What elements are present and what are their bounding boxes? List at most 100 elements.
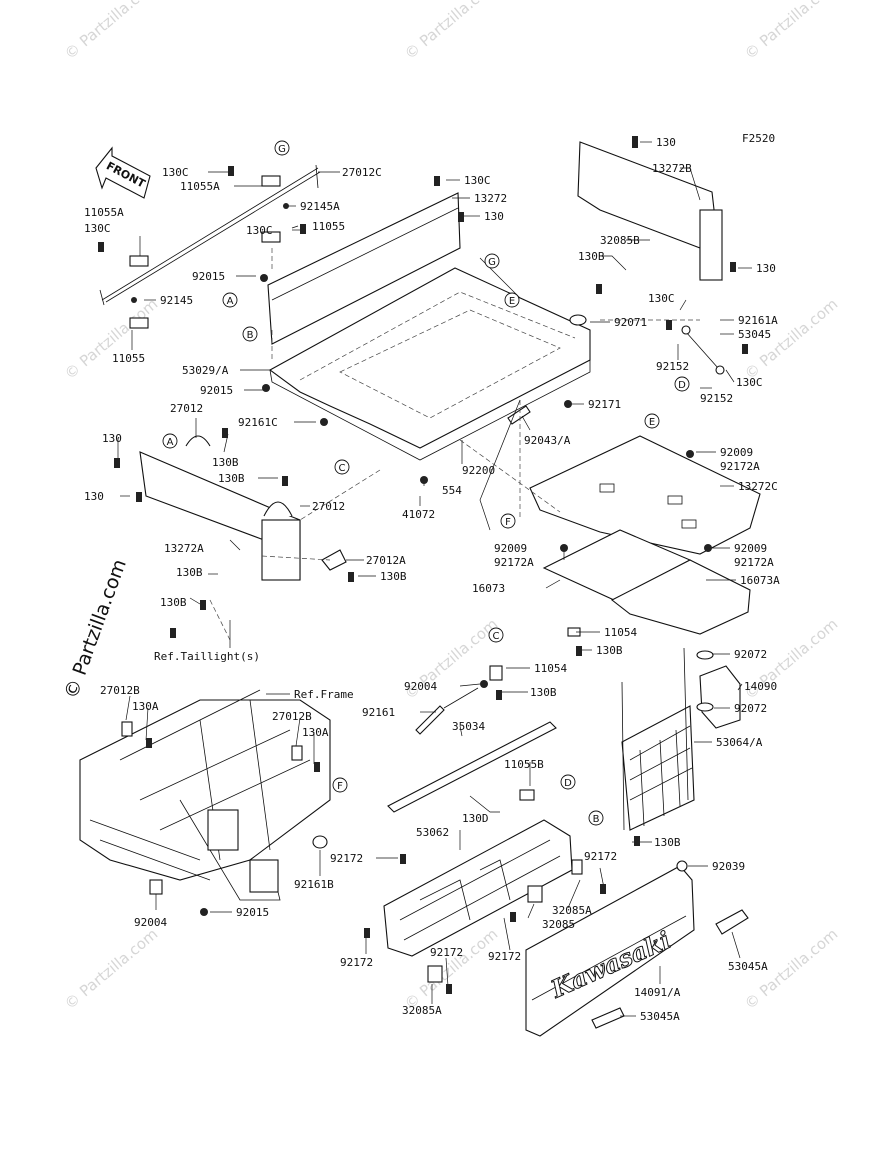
part-label: 92072: [734, 648, 767, 661]
handle-53045a-lower: [591, 1007, 625, 1029]
frame-ref: [79, 689, 331, 901]
part-label: 92009: [720, 446, 753, 459]
mat-16073a: [610, 559, 751, 635]
leader-lines: [117, 141, 752, 1017]
part-label: 130C: [648, 292, 675, 305]
part-label: 92161: [362, 706, 395, 719]
part-label: 130: [102, 432, 122, 445]
callout-letter: G: [278, 144, 286, 155]
part-label: 11054: [534, 662, 567, 675]
part-label: 92072: [734, 702, 767, 715]
part-label: 27012B: [100, 684, 140, 697]
part-label: 92004: [404, 680, 437, 693]
part-label: 13272A: [164, 542, 204, 555]
part-label: 14091/A: [634, 986, 681, 999]
part-label: 130C: [162, 166, 189, 179]
part-label: 130B: [654, 836, 681, 849]
part-label: 16073: [472, 582, 505, 595]
part-label: 130B: [530, 686, 557, 699]
part-label: 130: [84, 490, 104, 503]
part-label: 92161C: [238, 416, 278, 429]
cover-14090: [699, 665, 741, 729]
part-label: 130A: [132, 700, 159, 713]
rail-35034: [387, 721, 557, 813]
part-label: 11055A: [84, 206, 124, 219]
part-label: 32085A: [552, 904, 592, 917]
hook-27012: [263, 501, 293, 517]
part-label: 92200: [462, 464, 495, 477]
part-label: 130: [484, 210, 504, 223]
floor-mat-13272c: [529, 435, 761, 555]
part-label: 13272B: [652, 162, 692, 175]
callout-letter: A: [167, 437, 174, 448]
part-label: 92015: [236, 906, 269, 919]
cap-92161b: [312, 835, 328, 849]
part-label: 11055: [312, 220, 345, 233]
part-label: 92172: [340, 956, 373, 969]
part-label: 11055: [112, 352, 145, 365]
bracket-11055: [261, 231, 281, 243]
part-label: 130B: [212, 456, 239, 469]
callout-letter: C: [339, 463, 346, 474]
callout-letter: F: [337, 781, 343, 792]
part-label: 130C: [84, 222, 111, 235]
part-label: 53045A: [640, 1010, 680, 1023]
part-drawings: Kawasaki: [79, 141, 761, 1037]
bracket-32085a: [427, 965, 443, 983]
part-label: 130B: [578, 250, 605, 263]
part-label: 53045: [738, 328, 771, 341]
part-label: 92172: [584, 850, 617, 863]
callout-letter: D: [678, 380, 686, 391]
handle-53045a: [715, 909, 749, 935]
part-label: 11055A: [180, 180, 220, 193]
part-label: 130D: [462, 812, 489, 825]
part-label: 92039: [712, 860, 745, 873]
callout-letter: E: [649, 417, 655, 428]
callout-letter: B: [247, 330, 254, 341]
part-label: 92152: [656, 360, 689, 373]
net-53064: [621, 705, 695, 831]
callout-letter: B: [593, 814, 600, 825]
part-label: 130A: [302, 726, 329, 739]
part-label: Ref.Frame: [294, 688, 354, 701]
bracket-27012a: [321, 549, 347, 571]
part-label: 130: [756, 262, 776, 275]
part-label: 27012: [170, 402, 203, 415]
gas-spring-92161: [415, 705, 445, 735]
part-label: 27012A: [366, 554, 406, 567]
part-label: 130B: [380, 570, 407, 583]
part-label: 130C: [736, 376, 763, 389]
part-label: 92172: [330, 852, 363, 865]
part-label: 130B: [596, 644, 623, 657]
watermark: © Partzilla.com: [61, 295, 161, 383]
part-label: 27012B: [272, 710, 312, 723]
part-label: 53064/A: [716, 736, 763, 749]
callout-letter: E: [509, 296, 515, 307]
side-watermark: © Partzilla.com: [60, 556, 131, 701]
bracket-27012b: [121, 721, 133, 737]
collar-92004: [149, 879, 163, 895]
part-label: 92172A: [494, 556, 534, 569]
part-label: 11054: [604, 626, 637, 639]
part-label: 92172: [488, 950, 521, 963]
strut-53045: [685, 331, 719, 369]
part-label: 11055B: [504, 758, 544, 771]
part-label: 92043/A: [524, 434, 571, 447]
part-label: 32085B: [600, 234, 640, 247]
callout-letter: G: [488, 257, 496, 268]
callout-circles: G A B G E D A C E F C D B F: [162, 140, 690, 826]
watermark: © Partzilla.com: [61, 925, 161, 1013]
part-label: 92015: [192, 270, 225, 283]
part-label: 92171: [588, 398, 621, 411]
part-label: 130B: [218, 472, 245, 485]
part-label: 130B: [160, 596, 187, 609]
cargo-deck-53029: [268, 267, 591, 449]
bracket-11055a-left: [129, 255, 149, 267]
part-label: 41072: [402, 508, 435, 521]
part-label: 130C: [246, 224, 273, 237]
bracket-11054: [489, 665, 503, 681]
part-label: 130C: [464, 174, 491, 187]
part-label: 130: [656, 136, 676, 149]
callout-letter: A: [227, 296, 234, 307]
